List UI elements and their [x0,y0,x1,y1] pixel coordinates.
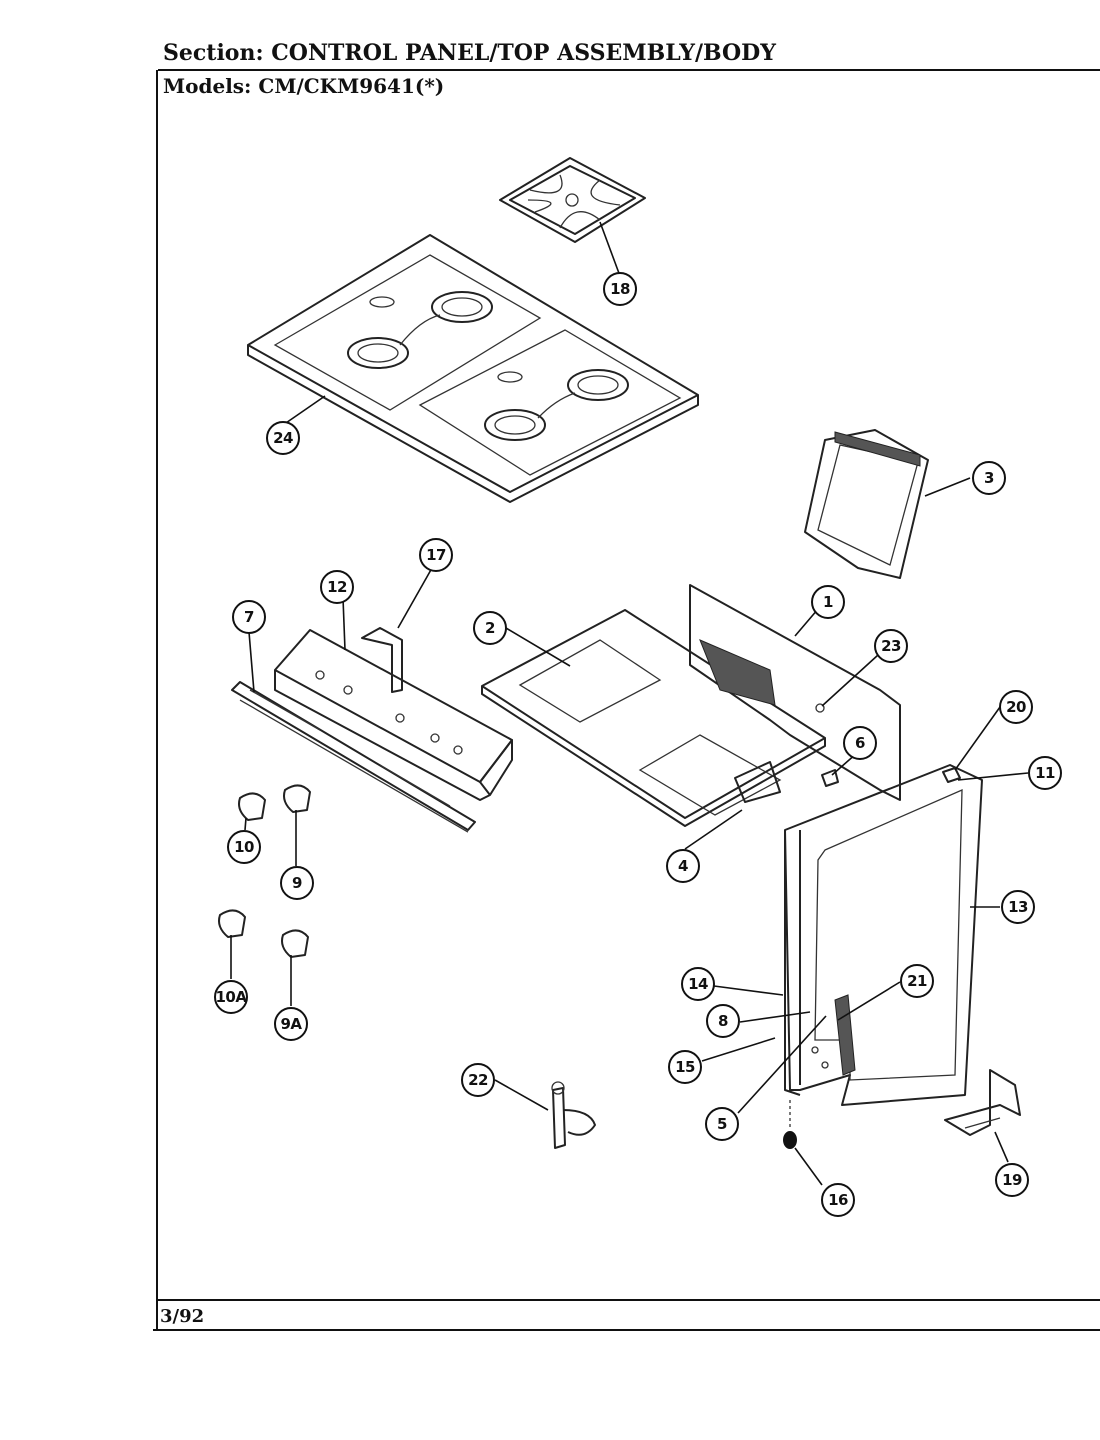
callout-10-label: 10 [234,838,254,856]
callout-9a: 9A [274,1007,308,1041]
control-rail-icon [231,681,476,833]
callout-8: 8 [706,1004,740,1038]
callout-1-label: 1 [823,593,833,611]
back-guard-icon [804,429,929,579]
callout-18: 18 [603,272,637,306]
section-value: CONTROL PANEL/TOP ASSEMBLY/BODY [271,40,776,66]
anti-tip-bracket-icon [944,1069,1021,1136]
callout-6-label: 6 [855,734,865,752]
callout-10: 10 [227,830,261,864]
callout-1: 1 [811,585,845,619]
callout-2-label: 2 [485,619,495,637]
callout-5: 5 [705,1107,739,1141]
callout-4-label: 4 [678,857,688,875]
callout-23: 23 [874,629,908,663]
callout-14: 14 [681,967,715,1001]
callout-12: 12 [320,570,354,604]
callout-21-label: 21 [907,972,927,990]
callout-6: 6 [843,726,877,760]
callout-8-label: 8 [718,1012,728,1030]
callout-17-label: 17 [426,546,446,564]
callout-12-label: 12 [327,578,347,596]
manifold-bracket-icon [274,629,513,801]
callout-10a: 10A [214,980,248,1014]
callout-5-label: 5 [717,1115,727,1133]
models-heading: Models: CM/CKM9641(*) [163,74,444,98]
section-heading: Section: CONTROL PANEL/TOP ASSEMBLY/BODY [163,40,776,66]
callout-3: 3 [972,461,1006,495]
callout-14-label: 14 [688,975,708,993]
callout-20: 20 [999,690,1033,724]
models-label: Models: [163,74,252,98]
callout-21: 21 [900,964,934,998]
callout-11-label: 11 [1035,764,1055,782]
callout-24: 24 [266,421,300,455]
leveling-leg-icon [783,1100,797,1149]
callout-13-label: 13 [1008,898,1028,916]
callout-23-label: 23 [881,637,901,655]
callout-15-label: 15 [675,1058,695,1076]
callout-22-label: 22 [468,1071,488,1089]
callout-18-label: 18 [610,280,630,298]
models-value: CM/CKM9641(*) [258,74,445,98]
callout-7-label: 7 [244,608,254,626]
valve-fitting-icon [551,1081,596,1149]
support-bracket-icon [361,627,403,693]
burner-grate-icon [499,157,646,243]
burner-box-icon [481,584,901,827]
callout-22: 22 [461,1063,495,1097]
callout-13: 13 [1001,890,1035,924]
callout-19: 19 [995,1163,1029,1197]
cooktop-icon [247,234,699,503]
callout-19-label: 19 [1002,1171,1022,1189]
callout-16-label: 16 [828,1191,848,1209]
callout-15: 15 [668,1050,702,1084]
callout-9-label: 9 [292,874,302,892]
callout-17: 17 [419,538,453,572]
page-frame [153,69,1100,1331]
callout-11: 11 [1028,756,1062,790]
callout-4: 4 [666,849,700,883]
revision-date: 3/92 [160,1306,205,1327]
section-label: Section: [163,40,264,66]
callout-2: 2 [473,611,507,645]
leader-lines [230,221,1029,1186]
body-side-panel-icon [784,764,983,1106]
callout-10a-label: 10A [216,988,248,1006]
callout-9a-label: 9A [280,1015,302,1033]
callout-9: 9 [280,866,314,900]
callout-24-label: 24 [273,429,293,447]
small-fasteners-icon [815,703,961,787]
callout-16: 16 [821,1183,855,1217]
callout-20-label: 20 [1006,698,1026,716]
callout-3-label: 3 [984,469,994,487]
control-knob-icon [218,784,311,958]
callout-7: 7 [232,600,266,634]
